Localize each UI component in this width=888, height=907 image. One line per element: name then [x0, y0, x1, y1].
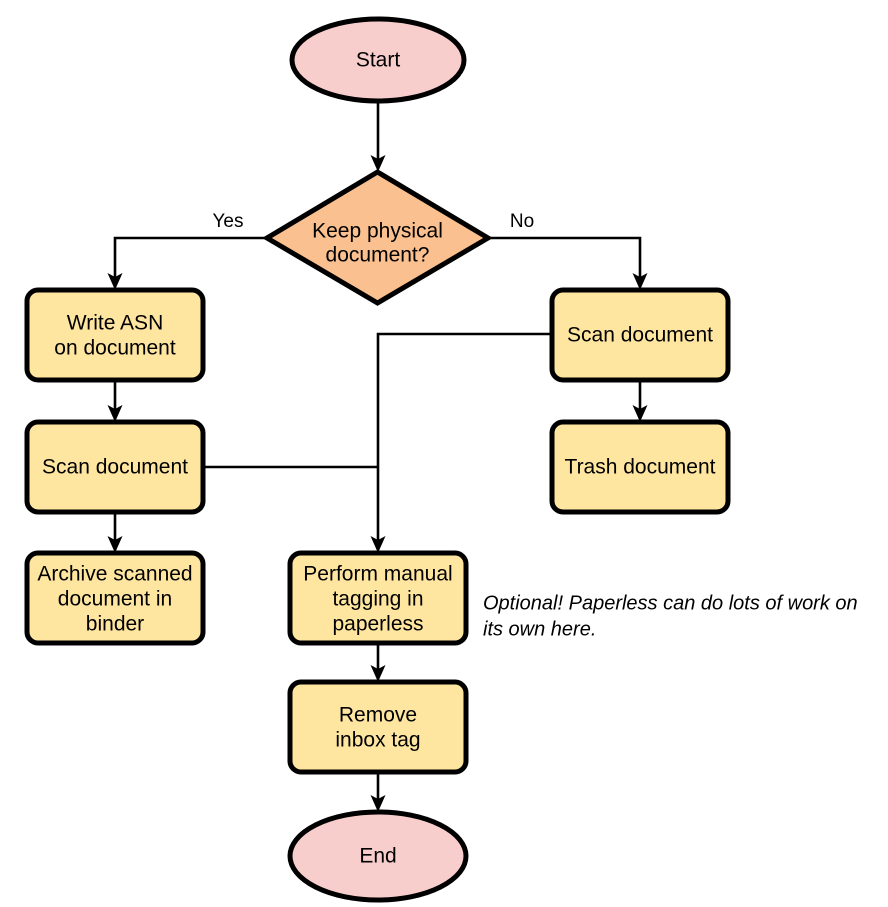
arrowhead-icon [107, 536, 123, 553]
edge-line [113, 236, 265, 281]
edge-scan-left-to-archive [107, 512, 123, 553]
node-archive-scanned-document[interactable]: Archive scanned document in binder [24, 550, 206, 646]
archive-label-line2: document in [58, 588, 172, 611]
trash-document-box[interactable] [549, 419, 731, 515]
node-trash-document[interactable]: Trash document [549, 419, 731, 515]
edge-remove-inbox-to-end [370, 772, 386, 812]
node-write-asn[interactable]: Write ASN on document [24, 287, 206, 383]
write-asn-label-line2: on document [54, 337, 176, 360]
node-perform-manual-tagging[interactable]: Perform manual tagging in paperless [287, 550, 469, 646]
node-end[interactable]: End [287, 809, 469, 903]
arrowhead-icon [632, 273, 648, 290]
decision-diamond[interactable] [262, 169, 493, 306]
edge-write-asn-to-scan-left [107, 380, 123, 422]
edge-label-yes: Yes [213, 211, 244, 232]
scan-document-right-box[interactable] [549, 287, 731, 383]
arrowhead-icon [370, 536, 386, 553]
arrowhead-icon [370, 665, 386, 682]
start-label: Start [356, 49, 401, 72]
node-start[interactable]: Start [289, 16, 467, 104]
manual-tagging-label-line3: paperless [332, 613, 423, 636]
connector-layer [107, 101, 648, 812]
archive-box[interactable] [24, 550, 206, 646]
manual-tagging-box[interactable] [287, 550, 469, 646]
arrowhead-icon [370, 795, 386, 812]
archive-label-line3: binder [86, 613, 144, 636]
edge-decision-to-write-asn [107, 236, 265, 290]
archive-label-line1: Archive scanned [37, 563, 192, 586]
scan-document-left-label: Scan document [42, 456, 188, 479]
end-ellipse[interactable] [287, 809, 469, 903]
decision-label-line1: Keep physical [312, 220, 443, 243]
write-asn-box[interactable] [24, 287, 206, 383]
arrowhead-icon [107, 405, 123, 422]
edge-scan-right-to-manual-tagging [370, 332, 552, 553]
annotation-optional-note: Optional! Paperless can do lots of work … [483, 592, 858, 640]
optional-note-line1: Optional! Paperless can do lots of work … [483, 592, 858, 614]
arrowhead-icon [632, 405, 648, 422]
arrowhead-icon [370, 155, 386, 172]
decision-label-line2: document? [326, 244, 430, 267]
node-decision-keep-physical-document[interactable]: Keep physical document? [262, 169, 493, 306]
remove-inbox-tag-box[interactable] [287, 679, 469, 775]
end-label: End [359, 845, 396, 868]
remove-inbox-label-line1: Remove [339, 704, 417, 727]
node-scan-document-left[interactable]: Scan document [24, 419, 206, 515]
node-remove-inbox-tag[interactable]: Remove inbox tag [287, 679, 469, 775]
manual-tagging-label-line1: Perform manual [303, 563, 452, 586]
manual-tagging-label-line2: tagging in [332, 588, 423, 611]
trash-document-label: Trash document [565, 456, 716, 479]
node-scan-document-right[interactable]: Scan document [549, 287, 731, 383]
edge-line [490, 236, 642, 281]
edge-decision-to-scan-right [490, 236, 648, 290]
edge-scan-right-to-trash [632, 380, 648, 422]
edge-start-to-decision [370, 101, 386, 172]
arrowhead-icon [107, 273, 123, 290]
write-asn-label-line1: Write ASN [67, 312, 163, 335]
optional-note-line2: its own here. [483, 618, 596, 640]
start-ellipse[interactable] [289, 16, 467, 104]
edge-manual-tagging-to-remove-inbox [370, 643, 386, 682]
scan-document-left-box[interactable] [24, 419, 206, 515]
remove-inbox-label-line2: inbox tag [335, 729, 420, 752]
scan-document-right-label: Scan document [567, 324, 713, 347]
edge-label-no: No [510, 211, 534, 232]
edge-line [376, 332, 552, 544]
